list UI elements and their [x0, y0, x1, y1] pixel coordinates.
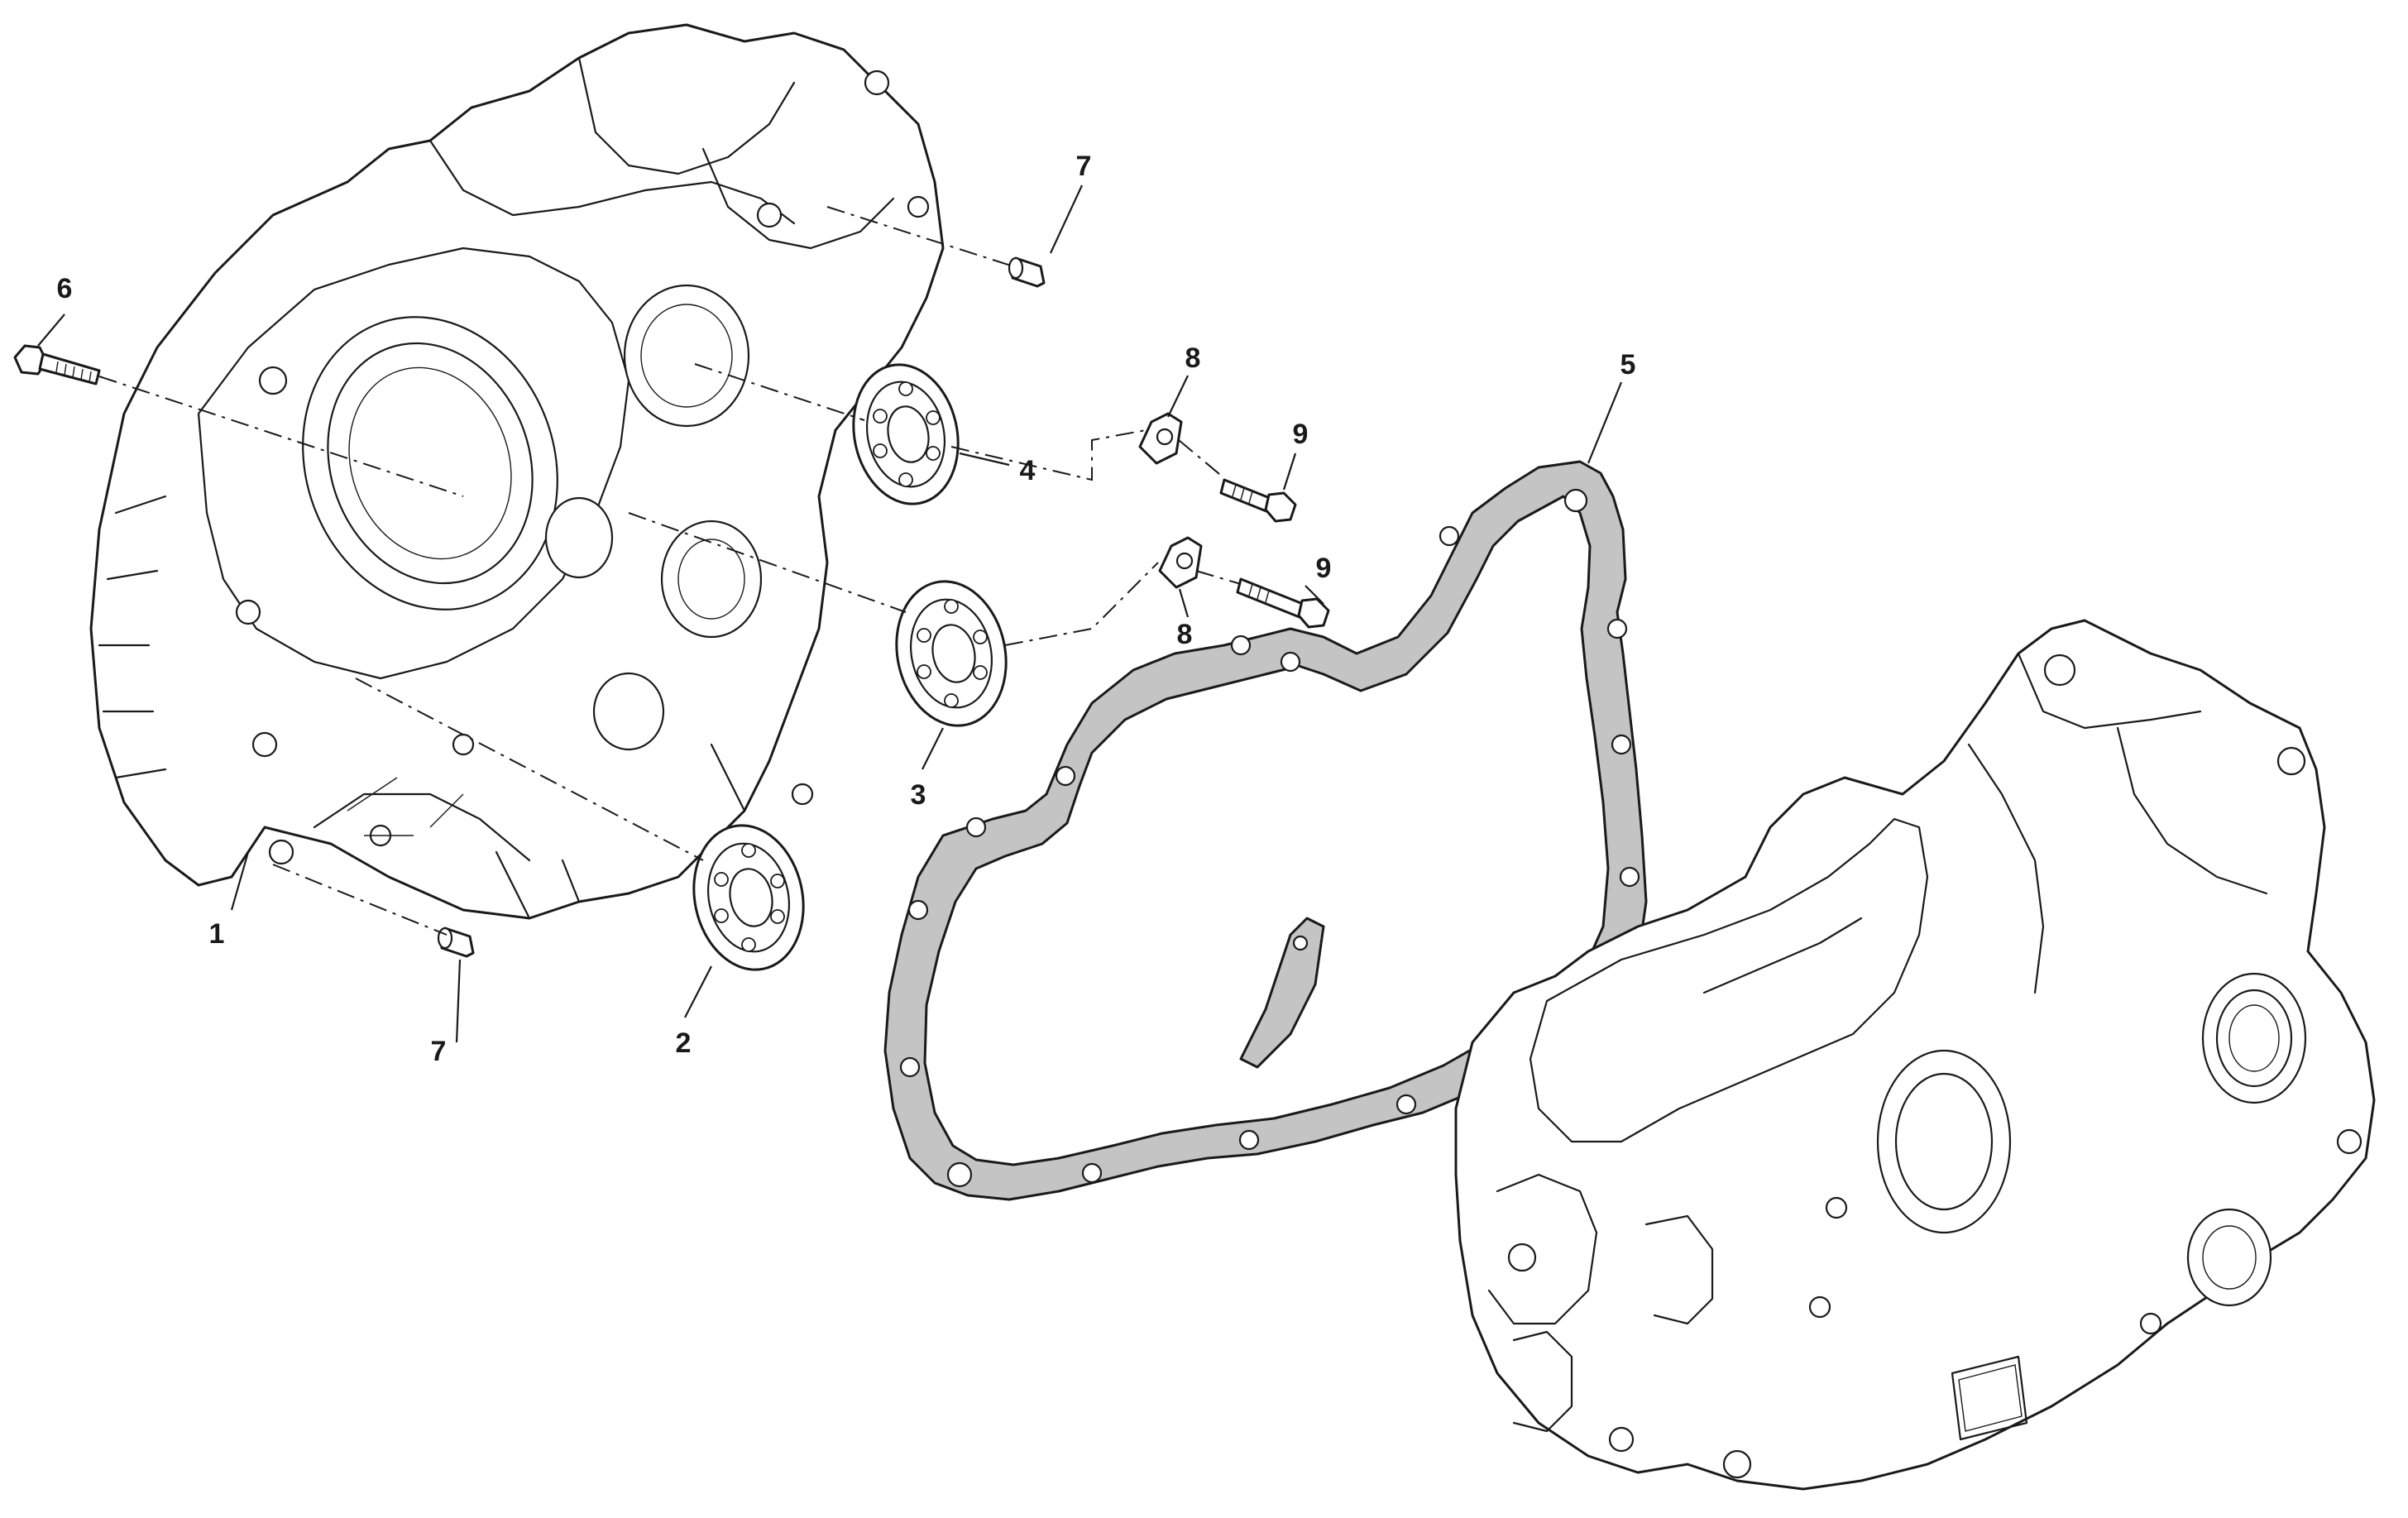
bolt-6 [13, 344, 101, 385]
bracket-8-lower [1158, 536, 1203, 589]
callout-9-upper: 9 [1293, 419, 1309, 450]
callout-5: 5 [1620, 349, 1636, 381]
gasket-5 [883, 460, 1648, 1201]
assembly-center-lines [98, 206, 1242, 936]
left-crankcase-half [89, 23, 945, 920]
bearing-2 [692, 824, 805, 971]
dowel-pin-7-lower [437, 927, 475, 958]
bearing-4 [852, 363, 960, 505]
callout-8-upper: 8 [1185, 342, 1201, 374]
bearing-3 [895, 580, 1008, 727]
callout-2: 2 [676, 1027, 692, 1059]
callout-leader-lines [37, 184, 1623, 1043]
dowel-pin-7-upper [1008, 256, 1046, 288]
callout-1: 1 [209, 918, 225, 950]
callout-9-lower: 9 [1316, 553, 1332, 584]
bolt-9-lower [1236, 577, 1330, 629]
callout-6: 6 [57, 273, 73, 304]
right-crankcase-half [1454, 619, 2376, 1491]
bolt-9-upper [1219, 478, 1297, 523]
callout-7-upper: 7 [1076, 151, 1092, 182]
callout-labels: 1 2 3 4 5 6 7 7 8 8 9 9 [57, 151, 1636, 1067]
callout-4: 4 [1020, 455, 1036, 486]
bracket-8-upper [1138, 412, 1183, 465]
callout-8-lower: 8 [1177, 619, 1193, 650]
callout-7-lower: 7 [431, 1036, 447, 1067]
callout-3: 3 [911, 779, 926, 811]
